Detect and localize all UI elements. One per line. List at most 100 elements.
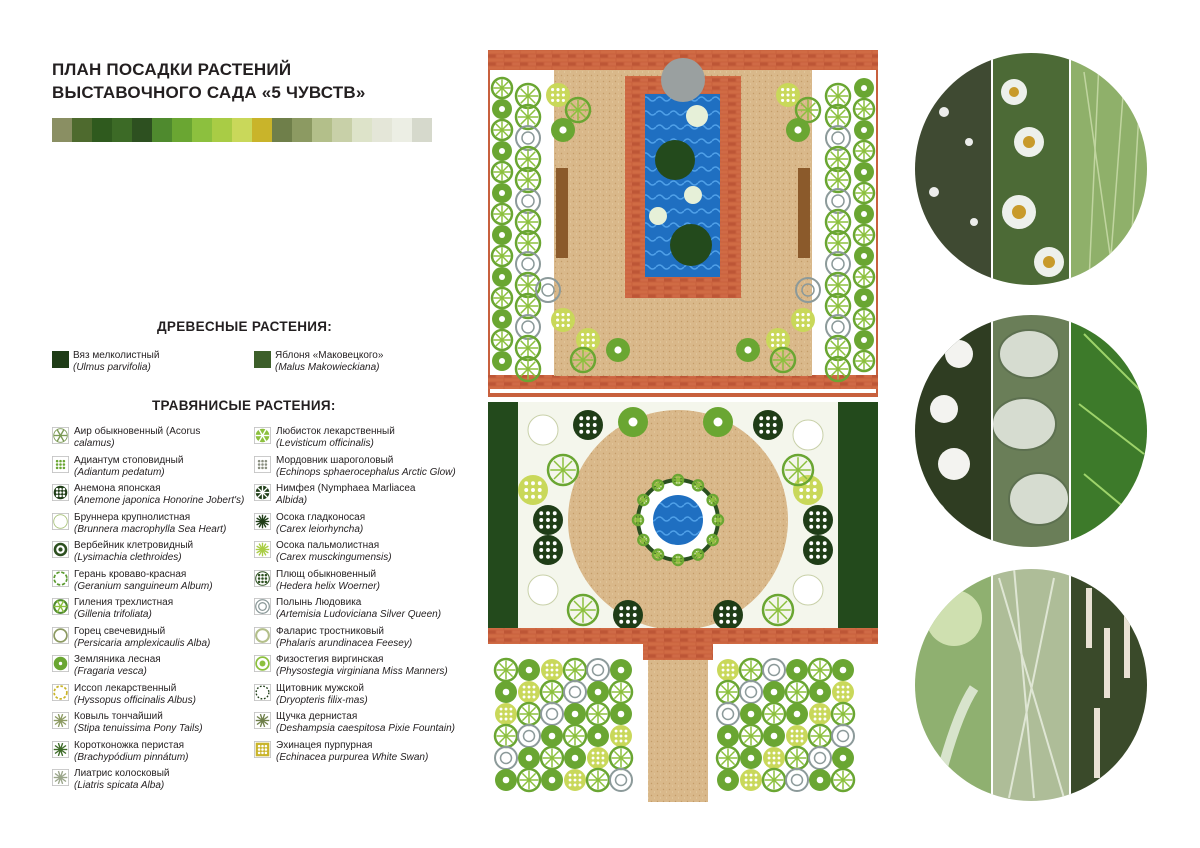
plant-symbol (637, 493, 650, 507)
plant-latin-name: (Physostegia virginiana Miss Manners) (276, 666, 448, 677)
legend-item: Любисток лекарственный(Levisticum offici… (254, 426, 456, 455)
plant-name: Ковыль тончайший (74, 711, 163, 722)
plant-symbol (691, 548, 705, 561)
plant-symbol (852, 139, 876, 163)
palette-swatch (392, 118, 412, 142)
plant-latin-name: (Gillenia trifoliata) (74, 609, 152, 620)
plant-symbol (631, 513, 645, 527)
lower-sand-path (648, 660, 708, 802)
photo-circle-3 (915, 569, 1147, 801)
plant-symbol (852, 181, 876, 205)
plant-latin-name: calamus) (74, 438, 115, 449)
star-green-icon (52, 740, 69, 758)
legend-item: Щучка дернистая(Deshampsia caespitosa Pi… (254, 711, 456, 740)
apple-swatch (254, 351, 271, 368)
plant-name: Бруннера крупнолистная (74, 511, 191, 523)
plant-latin-name: (Geranium sanguineum Album) (74, 580, 213, 592)
dots-ring-dark-icon (254, 569, 271, 587)
target-dark-icon (52, 541, 69, 558)
plant-symbol (514, 103, 542, 131)
plant-name: Гиления трехлистная (74, 597, 174, 608)
plant-symbol (824, 292, 852, 320)
ring-light-icon (254, 626, 271, 644)
plant-symbol (671, 473, 685, 487)
plant-latin-name: (Liatris spicata Alba) (74, 780, 165, 791)
palette-swatch (272, 118, 292, 142)
plant-symbol (586, 658, 610, 682)
plant-symbol (824, 229, 852, 257)
plant-symbol (490, 118, 514, 142)
legend-item-malus: Яблоня «Маковецкого»(Malus Makowieckiana… (254, 350, 383, 374)
ring-olive-icon (52, 626, 69, 644)
plant-latin-name: (Lysimachia clethroides) (74, 552, 182, 563)
flower-green-icon (254, 427, 271, 444)
plant-symbol (566, 593, 600, 627)
plant-name: Фаларис тростниковый (276, 625, 385, 637)
plant-symbol (546, 453, 580, 487)
legend-item: Горец свечевидный(Persicaria amplexicaul… (52, 626, 244, 655)
plant-name: Нимфея (Nymphaea Marliacea (276, 483, 416, 494)
star-olive2-icon (254, 712, 271, 729)
plant-symbol (785, 768, 809, 792)
plant-latin-name: (Levisticum officinalis) (276, 438, 374, 449)
plant-symbol (609, 768, 633, 792)
plant-symbol (527, 414, 559, 446)
woody-plants-heading: ДРЕВЕСНЫЕ РАСТЕНИЯ: (157, 319, 333, 334)
apple-name: Яблоня «Маковецкого» (275, 350, 384, 361)
plant-name: Плющ обыкновенный (276, 568, 377, 580)
plant-symbol (564, 96, 592, 124)
legend-item: Щитовник мужской(Dryopteris filix-mas) (254, 683, 456, 712)
plant-symbol (824, 103, 852, 131)
legend-item: Ковыль тончайший(Stipa tenuissima Pony T… (52, 711, 244, 740)
plant-name: Аир обыкновенный (Acorus (74, 426, 201, 437)
upper-brick-bottom (488, 375, 878, 389)
plant-symbol (671, 553, 685, 567)
palette-swatch (412, 118, 432, 142)
plant-name: Вербейник клетровидный (74, 540, 194, 551)
plant-latin-name: (Carex leiorhyncha) (276, 523, 364, 535)
palette-swatch (292, 118, 312, 142)
elm-latin: (Ulmus parvifolia) (73, 362, 151, 373)
plant-symbol (762, 658, 786, 682)
target-grey-icon (254, 598, 271, 615)
plant-symbol (781, 453, 815, 487)
fern-green-icon (52, 455, 69, 473)
plant-name: Полынь Людовика (276, 597, 362, 608)
plant-symbol (792, 574, 824, 606)
water-lily-5 (649, 207, 667, 225)
color-palette (52, 118, 432, 142)
plant-symbol (494, 746, 518, 770)
middle-hedge-right (838, 402, 878, 634)
water-lily-3 (686, 105, 708, 127)
plant-symbol (514, 229, 542, 257)
photo-circle-2 (915, 315, 1147, 547)
plant-latin-name: (Brachypódium pinnátum) (74, 751, 189, 763)
flower-dark-icon (254, 484, 271, 501)
plant-symbol (651, 479, 665, 492)
plant-symbol (831, 724, 855, 748)
plant-symbol (535, 277, 561, 303)
plant-latin-name: Albida) (276, 495, 308, 506)
palette-swatch (192, 118, 212, 142)
palette-swatch (172, 118, 192, 142)
legend-item: Фаларис тростниковый(Phalaris arundinace… (254, 626, 456, 655)
stone-half-circle (661, 58, 705, 102)
plant-latin-name: (Fragaria vesca) (74, 666, 147, 677)
elm-swatch (52, 351, 69, 368)
plant-symbol (527, 574, 559, 606)
plant-symbol (769, 346, 797, 374)
plant-symbol (514, 292, 542, 320)
palette-swatch (132, 118, 152, 142)
palette-swatch (312, 118, 332, 142)
palette-swatch (72, 118, 92, 142)
plant-latin-name: (Deshampsia caespitosa Pixie Fountain) (276, 723, 455, 734)
lower-brick-top (488, 628, 878, 644)
circle-light-icon (52, 512, 69, 530)
legend-item: Иссоп лекарственный(Hyssopus officinalis… (52, 683, 244, 712)
legend-item: Физостегия виргинская(Physostegia virgin… (254, 654, 456, 683)
legend-item: Вербейник клетровидный(Lysimachia clethr… (52, 540, 244, 569)
ring-green-icon (52, 598, 69, 615)
plant-symbol (711, 513, 725, 527)
